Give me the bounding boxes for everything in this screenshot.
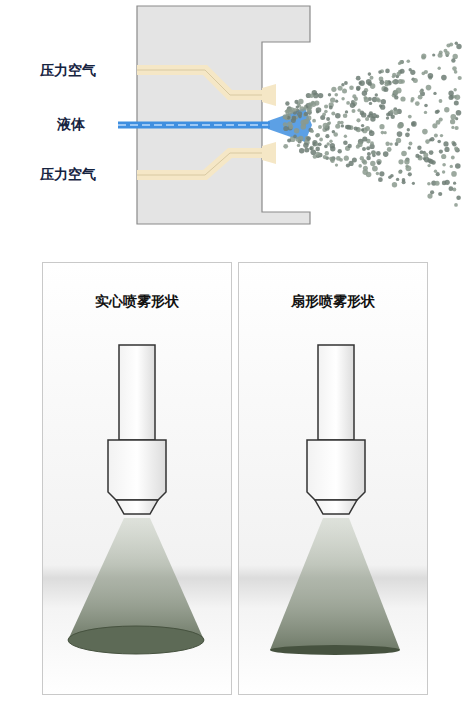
air-label: 压力空气 — [40, 62, 96, 80]
air-label: 压力空气 — [40, 166, 96, 184]
panel-ground — [238, 262, 428, 695]
air-jet — [262, 84, 276, 106]
solid-cone-nozzle — [68, 345, 204, 654]
air-channel — [137, 153, 268, 175]
spray-panel: 实心喷雾形状 — [42, 262, 232, 695]
panel-title: 扇形喷雾形状 — [239, 293, 427, 311]
fan-nozzle — [270, 345, 400, 655]
spray-panel: 扇形喷雾形状 — [238, 262, 428, 695]
panel-ground — [42, 262, 232, 695]
nozzle-body — [137, 6, 310, 224]
spray-droplets — [283, 42, 462, 207]
air-channel — [137, 70, 268, 95]
air-channel-edge — [137, 70, 268, 95]
air-jet — [262, 142, 276, 164]
liquid-flow — [118, 124, 270, 126]
liquid-channel — [118, 122, 270, 129]
air-channel-edge — [137, 153, 268, 175]
panel-title: 实心喷雾形状 — [43, 293, 231, 311]
liquid-jet — [268, 108, 312, 142]
liquid-label: 液体 — [57, 116, 85, 134]
